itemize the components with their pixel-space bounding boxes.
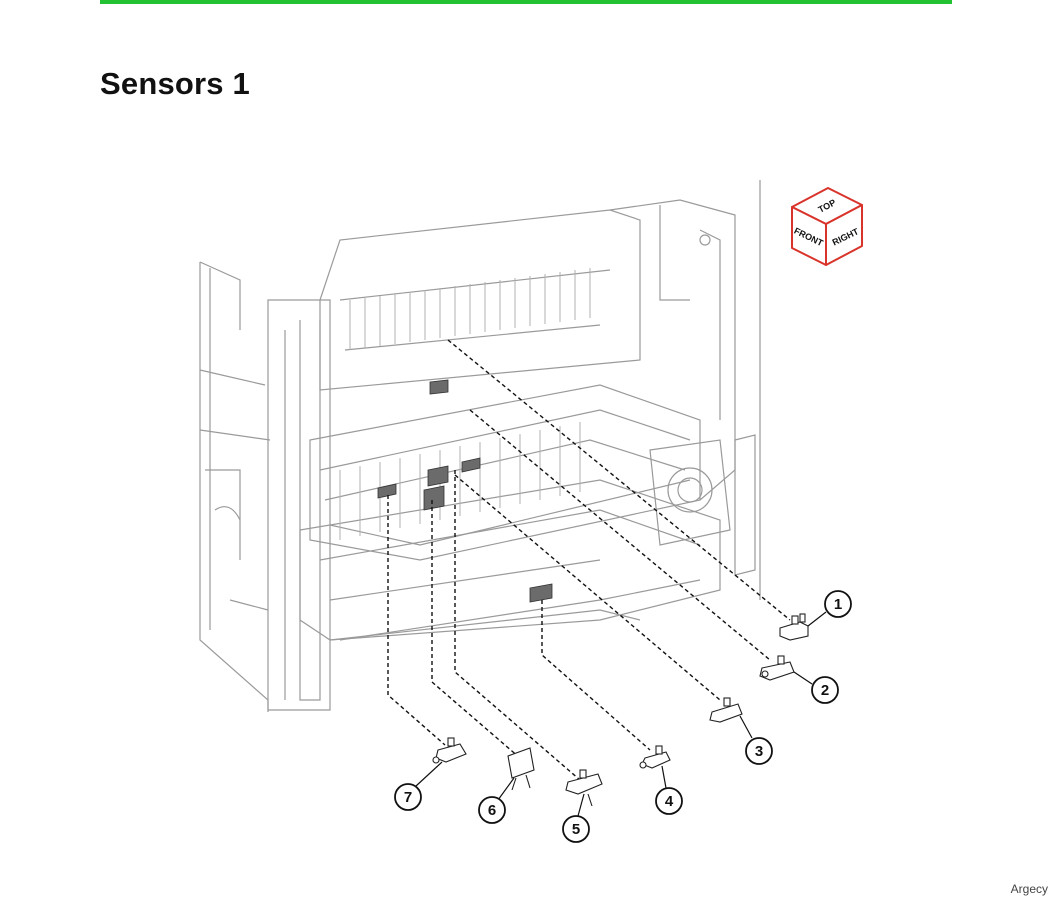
sensor-part-6 xyxy=(507,747,535,791)
orientation-cube: TOP FRONT RIGHT xyxy=(791,187,863,266)
leader-lines xyxy=(387,339,791,781)
callout-6: 6 xyxy=(478,796,506,824)
callout-7-label: 7 xyxy=(404,789,412,806)
sensor-part-5 xyxy=(565,769,603,807)
page-title: Sensors 1 xyxy=(100,66,250,101)
installed-sensor-highlights xyxy=(377,379,553,603)
sensor-part-4 xyxy=(639,745,671,769)
callout-1-label: 1 xyxy=(834,596,842,613)
printer-frame-illustration xyxy=(199,180,761,712)
callout-4-label: 4 xyxy=(665,793,674,810)
callout-3-label: 3 xyxy=(755,743,763,760)
sensor-part-1 xyxy=(779,613,809,641)
sensor-part-7 xyxy=(432,737,467,764)
callout-7: 7 xyxy=(394,783,422,811)
callout-5: 5 xyxy=(562,815,590,843)
callout-6-label: 6 xyxy=(488,802,496,819)
callout-4: 4 xyxy=(655,787,683,815)
sensor-parts xyxy=(432,613,809,807)
watermark-text: Argecy xyxy=(1010,882,1048,896)
callout-2: 2 xyxy=(811,676,839,704)
callout-3: 3 xyxy=(745,737,773,765)
callout-2-label: 2 xyxy=(821,682,829,699)
sensor-part-3 xyxy=(709,697,743,723)
sensor-part-2 xyxy=(759,655,795,681)
paper-guide-slots xyxy=(339,268,591,540)
callout-5-label: 5 xyxy=(572,821,580,838)
header-accent-bar xyxy=(100,0,952,4)
callout-1: 1 xyxy=(824,590,852,618)
callout-leaders xyxy=(415,611,827,817)
cube-right-face xyxy=(825,204,863,266)
